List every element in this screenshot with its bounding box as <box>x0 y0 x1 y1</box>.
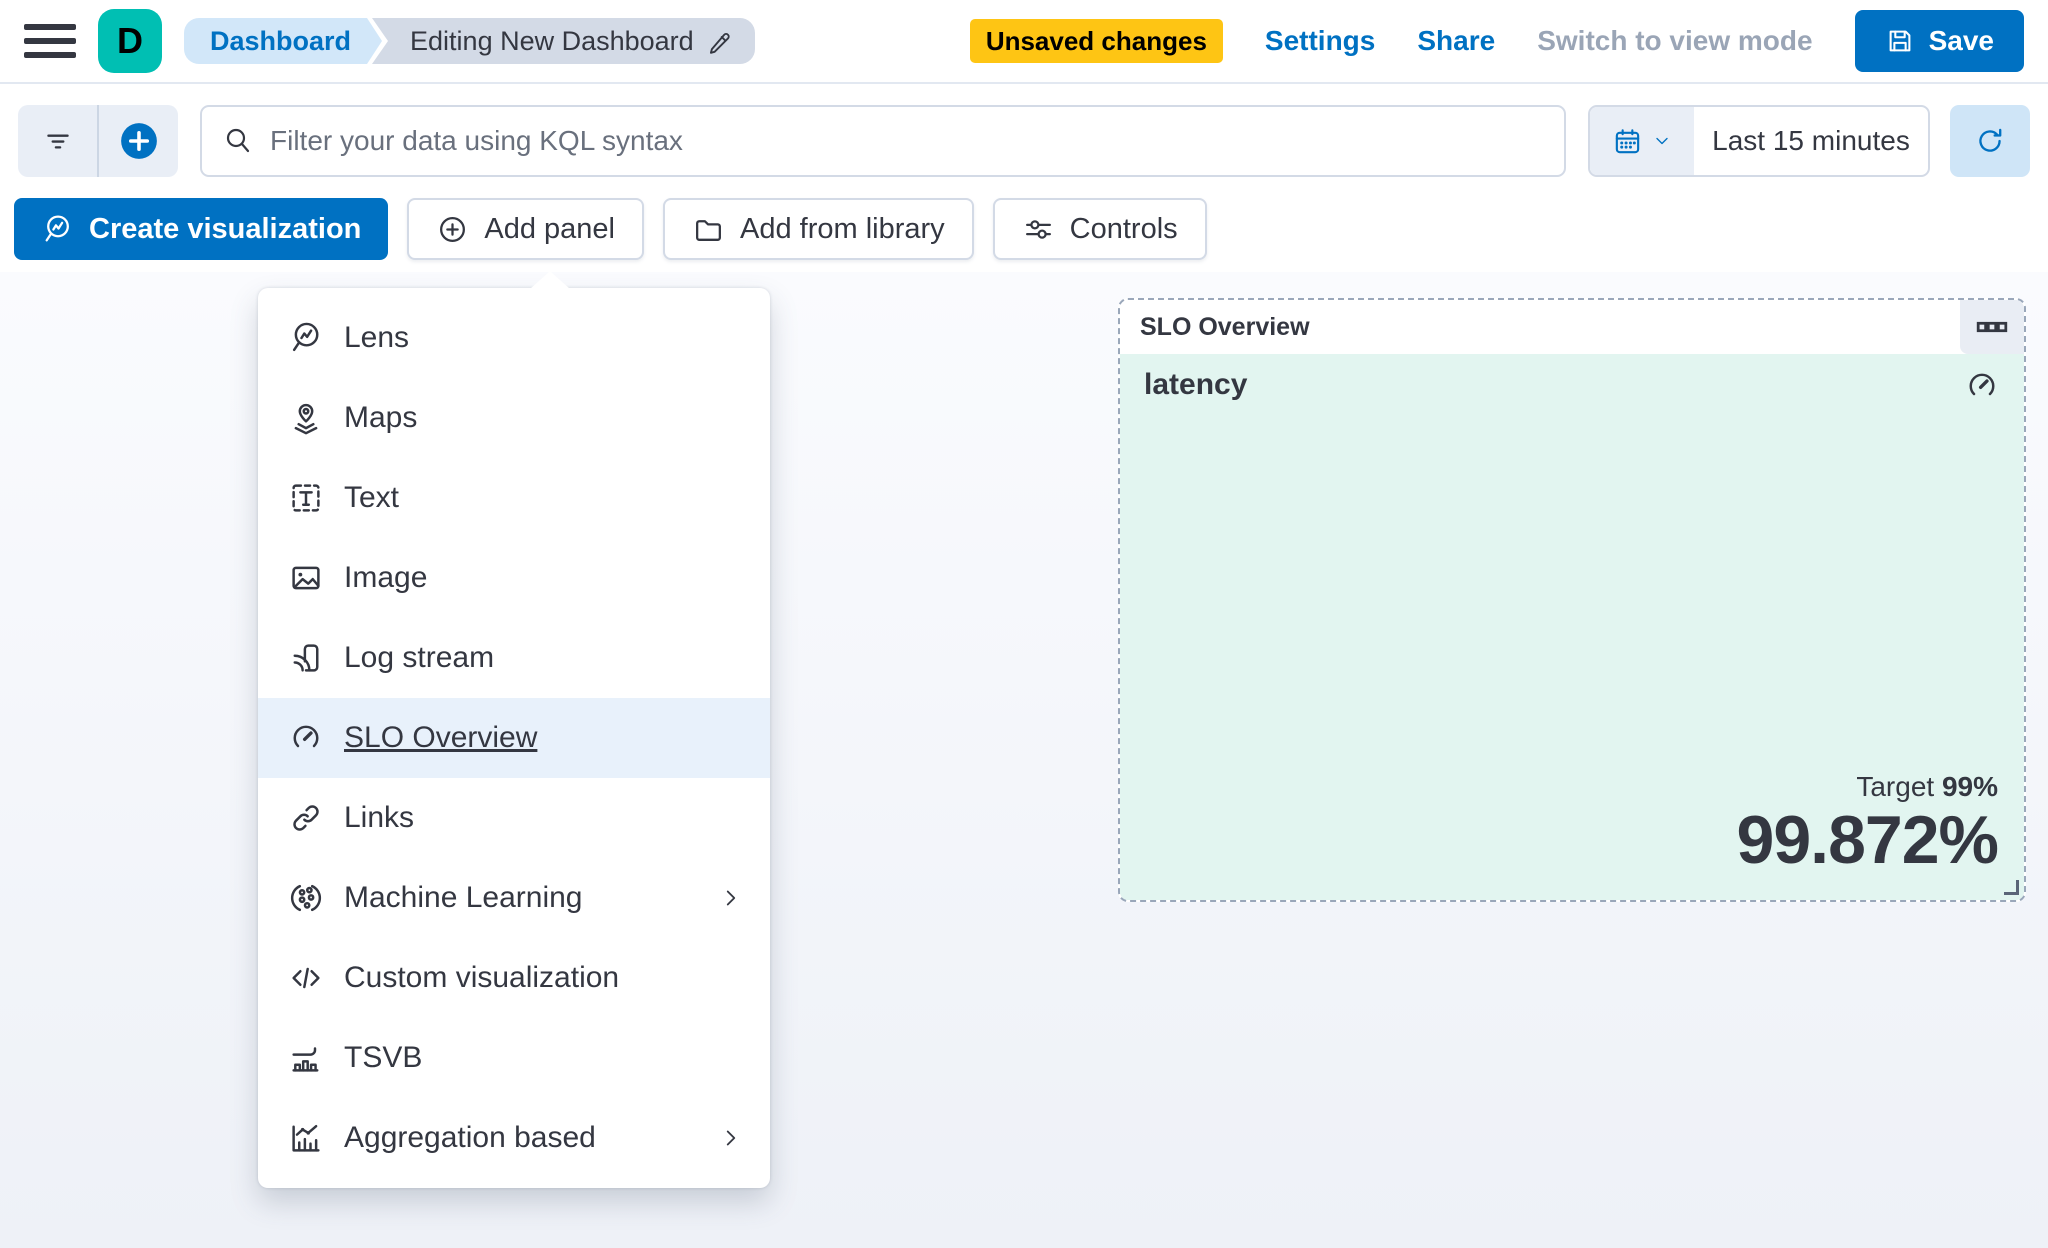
calendar-dropdown-button[interactable] <box>1590 107 1694 175</box>
save-floppy-icon <box>1885 26 1915 56</box>
kql-search-input[interactable] <box>270 125 1544 157</box>
gauge-icon <box>288 720 324 756</box>
breadcrumb: Dashboard Editing New Dashboard <box>184 18 755 64</box>
popover-arrow <box>530 271 570 289</box>
settings-link[interactable]: Settings <box>1264 25 1376 56</box>
edit-pencil-icon <box>706 28 733 55</box>
time-range-picker: Last 15 minutes <box>1588 105 1930 177</box>
chevron-down-icon <box>1652 131 1672 151</box>
boxes-horizontal-icon <box>1976 321 2008 333</box>
slo-metric-name: latency <box>1144 368 1248 401</box>
menu-item-aggregation-based[interactable]: Aggregation based <box>258 1098 770 1178</box>
calendar-icon <box>1612 126 1643 157</box>
slo-value: 99.872% <box>1736 802 1999 879</box>
controls-button[interactable]: Controls <box>992 198 1207 260</box>
chevron-right-icon <box>718 1125 744 1151</box>
machine-learning-icon <box>288 880 324 916</box>
filter-funnel-icon[interactable] <box>18 105 97 177</box>
slo-card: latency Target 99% 99.872% <box>1120 354 2024 900</box>
add-filter-button[interactable] <box>97 105 178 177</box>
sliders-icon <box>1022 213 1055 246</box>
menu-item-maps[interactable]: Maps <box>258 378 770 458</box>
refresh-button[interactable] <box>1950 105 2030 177</box>
breadcrumb-current[interactable]: Editing New Dashboard <box>372 18 755 64</box>
text-icon <box>288 480 324 516</box>
link-icon <box>288 800 324 836</box>
lens-icon <box>41 213 74 246</box>
deployment-logo[interactable]: D <box>98 9 162 73</box>
add-from-library-button[interactable]: Add from library <box>663 198 974 260</box>
panel-options-button[interactable] <box>1960 300 2024 354</box>
add-panel-menu: Lens Maps Text Image <box>258 271 770 1188</box>
breadcrumb-current-label: Editing New Dashboard <box>410 25 694 56</box>
menu-hamburger-icon[interactable] <box>24 21 76 61</box>
menu-item-text[interactable]: Text <box>258 458 770 538</box>
query-bar: Last 15 minutes <box>0 84 2048 198</box>
filter-button-group <box>18 105 178 177</box>
add-panel-button[interactable]: Add panel <box>407 198 644 260</box>
code-icon <box>288 960 324 996</box>
panel-resize-handle[interactable] <box>2004 880 2019 895</box>
lens-icon <box>288 320 324 356</box>
share-link[interactable]: Share <box>1417 25 1496 56</box>
switch-view-mode-link[interactable]: Switch to view mode <box>1537 25 1813 56</box>
aggregation-icon <box>288 1120 324 1156</box>
top-header: D Dashboard Editing New Dashboard Unsave… <box>0 0 2048 84</box>
unsaved-changes-badge: Unsaved changes <box>969 19 1223 63</box>
slo-overview-panel[interactable]: SLO Overview latency Target 99% <box>1118 298 2026 902</box>
create-visualization-button[interactable]: Create visualization <box>14 198 389 260</box>
menu-item-custom-visualization[interactable]: Custom visualization <box>258 938 770 1018</box>
kql-search-box <box>200 105 1566 177</box>
save-button[interactable]: Save <box>1854 10 2024 72</box>
edit-toolbar: Create visualization Add panel Add from … <box>0 198 2048 270</box>
menu-item-machine-learning[interactable]: Machine Learning <box>258 858 770 938</box>
chevron-right-icon <box>718 885 744 911</box>
breadcrumb-dashboard[interactable]: Dashboard <box>184 18 383 64</box>
slo-target: Target 99% <box>1856 771 1998 803</box>
menu-item-lens[interactable]: Lens <box>258 298 770 378</box>
menu-item-slo-overview[interactable]: SLO Overview <box>258 698 770 778</box>
log-stream-icon <box>288 640 324 676</box>
search-icon <box>222 125 254 157</box>
menu-item-links[interactable]: Links <box>258 778 770 858</box>
folder-icon <box>692 213 725 246</box>
refresh-icon <box>1973 124 2007 158</box>
gauge-icon <box>1964 368 2000 404</box>
panel-title: SLO Overview <box>1140 312 1310 341</box>
maps-icon <box>288 400 324 436</box>
image-icon <box>288 560 324 596</box>
header-actions: Unsaved changes Settings Share Switch to… <box>969 10 2024 72</box>
menu-item-tsvb[interactable]: TSVB <box>258 1018 770 1098</box>
menu-item-log-stream[interactable]: Log stream <box>258 618 770 698</box>
menu-item-image[interactable]: Image <box>258 538 770 618</box>
plus-circle-icon <box>436 213 469 246</box>
panel-header: SLO Overview <box>1120 300 2024 354</box>
time-range-value[interactable]: Last 15 minutes <box>1712 125 1910 156</box>
tsvb-icon <box>288 1040 324 1076</box>
